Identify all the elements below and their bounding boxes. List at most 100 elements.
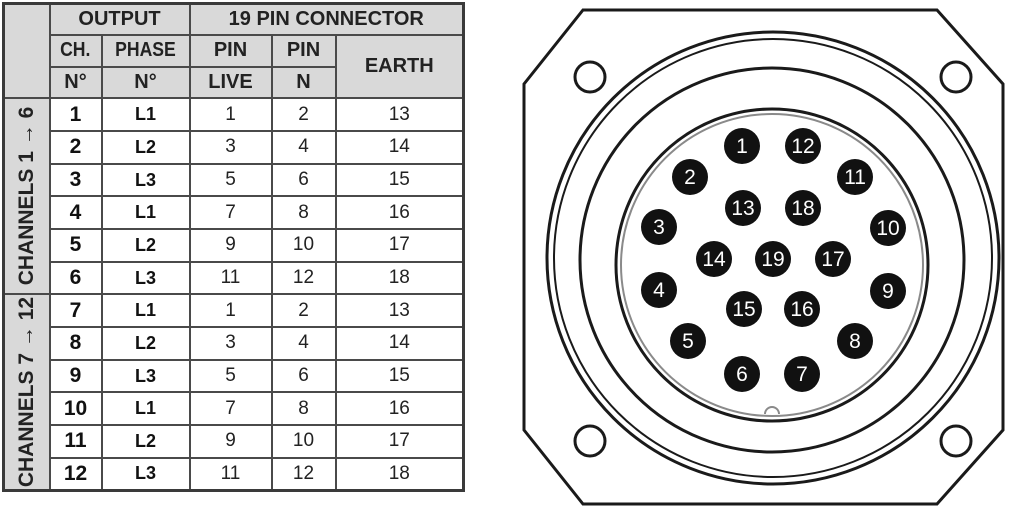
pin-14: 14	[696, 241, 732, 277]
channel-group-label-cell: CHANNELS 7 → 12	[2, 293, 51, 492]
pin-1: 1	[724, 128, 760, 164]
cell-phase: L1	[100, 195, 191, 231]
pin-contact	[641, 209, 677, 245]
header-earth: EARTH	[334, 34, 465, 100]
pin-6: 6	[724, 356, 760, 392]
pin-8: 8	[837, 323, 873, 359]
cell-earth: 16	[334, 391, 465, 427]
pinout-table-container: OUTPUT 19 PIN CONNECTOR CH. PHASE PIN PI…	[2, 2, 466, 492]
pin-contact	[785, 190, 821, 226]
cell-earth: 18	[334, 260, 465, 296]
cell-earth: 16	[334, 195, 465, 231]
cell-earth: 17	[334, 228, 465, 263]
cell-phase: L3	[100, 162, 191, 198]
pin-11: 11	[837, 159, 873, 195]
cell-pin-n: 8	[270, 195, 337, 231]
key-notch	[764, 406, 780, 415]
cell-phase: L1	[100, 293, 191, 329]
cell-channel: 1	[48, 97, 103, 133]
cell-pin-live: 9	[188, 228, 273, 263]
pin-contact	[725, 190, 761, 226]
table-header-row-2: CH. PHASE PIN PIN EARTH	[4, 34, 465, 100]
cell-pin-live: 9	[188, 424, 273, 459]
pin-12: 12	[785, 128, 821, 164]
cell-pin-n: 10	[270, 424, 337, 459]
cell-earth: 14	[334, 130, 465, 165]
channel-group-label: CHANNELS 1 → 6	[14, 107, 38, 286]
pin-contact	[784, 291, 820, 327]
pin-contact	[784, 356, 820, 392]
cell-phase: L3	[100, 456, 191, 492]
cell-pin-live: 3	[188, 130, 273, 165]
cell-channel: 6	[48, 260, 103, 296]
cell-phase: L2	[100, 326, 191, 361]
pin-16: 16	[784, 291, 820, 327]
pin-number: 7	[796, 363, 808, 386]
pin-contact	[641, 272, 677, 308]
pin-13: 13	[725, 190, 761, 226]
pin-5: 5	[670, 323, 706, 359]
header-pin-n-sub: N	[270, 65, 337, 100]
pin-2: 2	[672, 159, 708, 195]
cell-channel: 12	[48, 456, 103, 492]
pin-contact	[670, 323, 706, 359]
cell-channel: 2	[48, 130, 103, 165]
cell-pin-live: 11	[188, 456, 273, 492]
pin-number: 19	[761, 248, 784, 271]
cell-earth: 18	[334, 456, 465, 492]
insert-inner-edge	[620, 113, 924, 417]
cell-channel: 10	[48, 391, 103, 427]
pin-number: 14	[702, 248, 726, 271]
pin-contact	[870, 273, 906, 309]
cell-earth: 13	[334, 97, 465, 133]
cell-pin-n: 10	[270, 228, 337, 263]
outer-ring-inner-edge	[553, 38, 993, 478]
cell-channel: 3	[48, 162, 103, 198]
header-output: OUTPUT	[48, 2, 191, 37]
cell-earth: 15	[334, 162, 465, 198]
pinout-table: OUTPUT 19 PIN CONNECTOR CH. PHASE PIN PI…	[2, 2, 466, 492]
cell-phase: L3	[100, 358, 191, 394]
table-header-row-1: OUTPUT 19 PIN CONNECTOR	[2, 2, 465, 100]
pin-number: 11	[844, 166, 866, 189]
mounting-hole-top-left	[573, 60, 607, 94]
pin-contact	[785, 128, 821, 164]
header-connector: 19 PIN CONNECTOR	[188, 2, 465, 37]
pin-15: 15	[726, 291, 762, 327]
header-ch: CH.	[48, 34, 103, 68]
pin-number: 6	[736, 363, 748, 386]
pin-19: 19	[755, 241, 791, 277]
pin-18: 18	[785, 190, 821, 226]
cell-pin-live: 3	[188, 326, 273, 361]
pin-9: 9	[870, 273, 906, 309]
cell-phase: L3	[100, 260, 191, 296]
cell-channel: 7	[48, 293, 103, 329]
pin-contact	[837, 159, 873, 195]
cell-pin-live: 5	[188, 162, 273, 198]
cell-pin-n: 2	[270, 97, 337, 133]
pin-number: 16	[790, 298, 813, 321]
pin-number: 9	[882, 280, 894, 303]
cell-channel: 4	[48, 195, 103, 231]
cell-pin-n: 12	[270, 456, 337, 492]
pin-3: 3	[641, 209, 677, 245]
cell-earth: 15	[334, 358, 465, 394]
pin-contact	[755, 241, 791, 277]
pin-contact	[724, 128, 760, 164]
cell-pin-n: 4	[270, 326, 337, 361]
header-phase-number: N°	[100, 65, 191, 100]
mounting-hole-top-right	[939, 60, 973, 94]
table-header-row-3: N° N° LIVE N	[4, 65, 464, 100]
pin-number: 18	[791, 197, 814, 220]
body-ring	[578, 66, 966, 454]
mounting-hole-bottom-right	[939, 424, 973, 458]
